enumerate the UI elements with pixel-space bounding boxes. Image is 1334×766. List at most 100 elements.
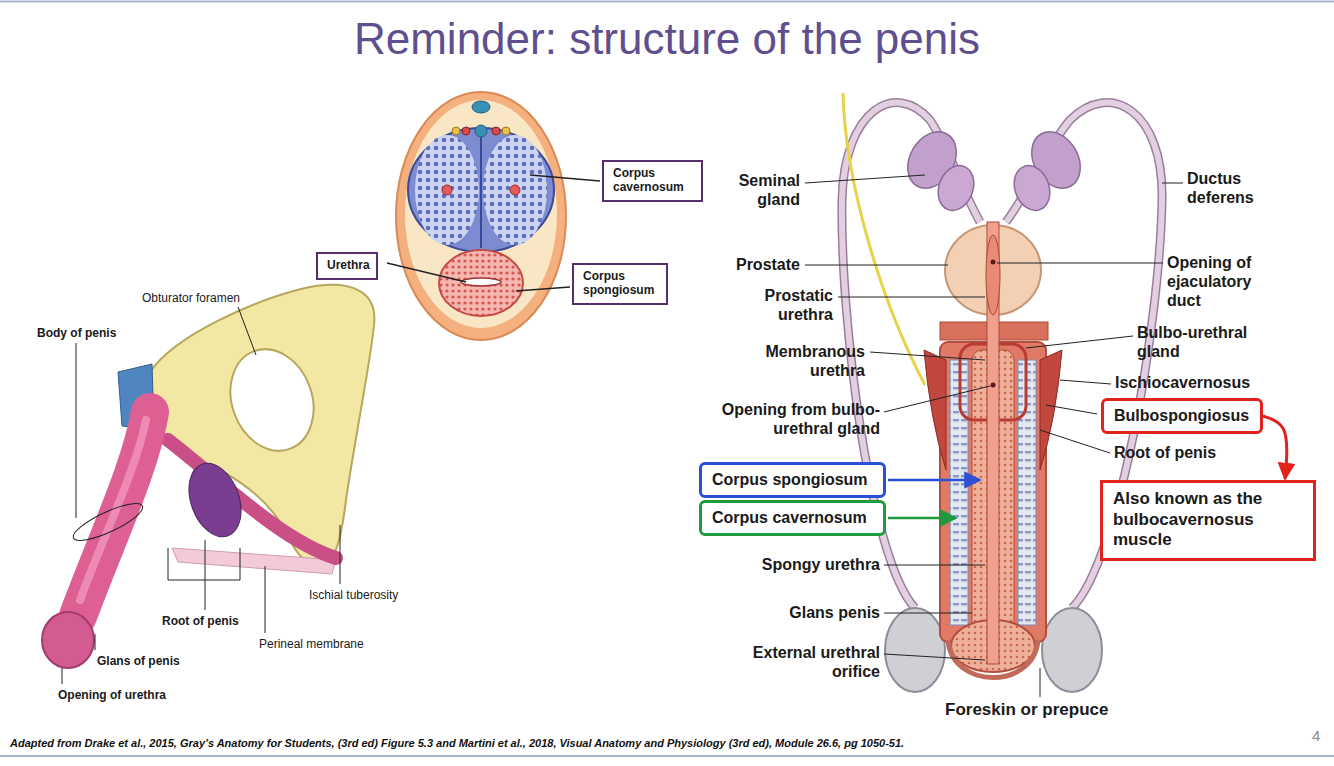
part-label: Body of penis: [37, 326, 116, 340]
reproductive-tract-part: [885, 608, 945, 692]
leader-line-part: [265, 566, 266, 633]
leader-line-part: [1026, 336, 1133, 348]
slide-rules-part: [0, 755, 1334, 757]
leader-line-part: [884, 386, 990, 412]
part-label: Opening from bulbo-urethral gland: [698, 400, 880, 438]
leader-line-part: [238, 307, 256, 355]
cross-section-part: [502, 127, 510, 135]
note-box: Also known as the bulbocavernosus muscle: [1100, 480, 1316, 561]
leader-line-part: [870, 352, 985, 360]
leader-line-part: [340, 525, 341, 584]
cross-section-part: [442, 185, 452, 195]
cross-section-part: [475, 125, 487, 137]
pelvis-figure-part: [168, 440, 336, 558]
reproductive-tract-part: [1040, 350, 1062, 470]
leader-line-part: [168, 548, 240, 580]
cross-section-part: [396, 92, 566, 340]
pointer-arrow-part: [888, 479, 980, 482]
reproductive-tract-part: [986, 235, 1000, 315]
leader-line-part: [1162, 183, 1183, 184]
leader-line-part: [805, 175, 925, 183]
term-box: Corpus cavernosum: [699, 500, 886, 536]
part-label: Membranous urethra: [753, 342, 865, 380]
leader-line-part: [1040, 430, 1110, 453]
leader-line-part: [1046, 405, 1097, 414]
box-text: Corpus spongiosum: [583, 269, 660, 298]
leader-line-part: [884, 654, 985, 660]
leader-line-part: [205, 540, 206, 610]
leader-line: [62, 307, 340, 684]
part-label: Prostatic urethra: [745, 286, 833, 324]
leader-line-part: [62, 668, 63, 684]
callout-arrow: [1263, 416, 1287, 479]
pointer-arrow: [888, 480, 980, 518]
term-box: Corpus cavernosum: [602, 160, 703, 202]
cross-section-part: [461, 278, 501, 286]
leader-line-part: [805, 265, 948, 266]
leader-line-part: [997, 263, 1163, 264]
part-label: Glans penis: [789, 603, 880, 622]
pelvis-figure-part: [42, 612, 94, 668]
term-box: Corpus spongiosum: [699, 462, 886, 498]
part-label: Ischiocavernosus: [1115, 373, 1250, 392]
cross-section-part: [452, 127, 460, 135]
part-label: Opening of urethra: [58, 688, 166, 702]
box-text: Corpus cavernosum: [712, 508, 873, 527]
part-label: Foreskin or prepuce: [945, 700, 1108, 720]
cross-section-part: [439, 250, 523, 316]
reproductive-tract-part: [1008, 161, 1056, 216]
part-label: Perineal membrane: [259, 637, 364, 651]
part-label: Ductus deferens: [1187, 169, 1279, 207]
leader-line-part: [838, 297, 985, 298]
reproductive-tract-part: [945, 225, 1041, 315]
reproductive-tract-part: [1042, 608, 1102, 692]
slide-title: Reminder: structure of the penis: [0, 14, 1334, 64]
part-label: Root of penis: [162, 614, 239, 628]
box-text: Corpus spongiosum: [712, 470, 873, 489]
leader-line: [387, 175, 600, 291]
part-label: Opening of ejaculatory duct: [1167, 253, 1277, 311]
leader-line-part: [76, 343, 77, 518]
reproductive-tract-part: [991, 260, 996, 265]
leader-line-part: [530, 175, 600, 181]
leader-line-part: [95, 634, 96, 650]
box-text: Corpus cavernosum: [613, 166, 695, 195]
cross-section-part: [492, 127, 500, 135]
term-box: Corpus spongiosum: [572, 263, 668, 305]
cross-section-part: [415, 135, 479, 245]
cross-section-part: [405, 100, 557, 328]
pelvis-figure-part: [80, 420, 146, 600]
pelvis-figure-part: [179, 456, 250, 544]
pointer-arrow-part: [888, 517, 956, 520]
leader-line-part: [884, 565, 985, 566]
cross-section-part: [480, 132, 482, 248]
reproductive-tract-part: [991, 383, 996, 388]
part-label: Ischial tuberosity: [309, 588, 398, 602]
reproductive-tract-part: [932, 161, 980, 216]
page-number: 4: [1312, 727, 1320, 745]
part-label: Bulbo-urethral gland: [1137, 323, 1269, 361]
part-label: Seminal gland: [720, 171, 800, 209]
leader-line-part: [387, 263, 466, 282]
part-label: Prostate: [736, 255, 800, 274]
leader-line-part: [69, 497, 146, 547]
box-text: Urethra: [327, 258, 370, 272]
leader-line-part: [884, 613, 972, 614]
reproductive-tract-part: [843, 93, 925, 385]
slide-rules-part: [0, 1, 1334, 3]
pelvis-figure: [42, 285, 374, 668]
cross-section-part: [483, 135, 547, 245]
part-label: Obturator foramen: [140, 291, 242, 305]
cross-section: [396, 92, 566, 340]
leader-line-part: [1040, 668, 1041, 697]
pelvis-figure-part: [150, 285, 374, 566]
part-label: Root of penis: [1114, 443, 1216, 462]
box-text: Also known as the bulbocavernosus muscle: [1113, 489, 1303, 551]
source-caption: Adapted from Drake et al., 2015, Gray’s …: [10, 737, 904, 749]
cross-section-part: [462, 127, 470, 135]
leader-line-part: [516, 287, 570, 291]
cross-section-part: [408, 128, 554, 252]
leader-line-part: [1060, 380, 1111, 384]
part-label: External urethral orifice: [728, 643, 880, 681]
